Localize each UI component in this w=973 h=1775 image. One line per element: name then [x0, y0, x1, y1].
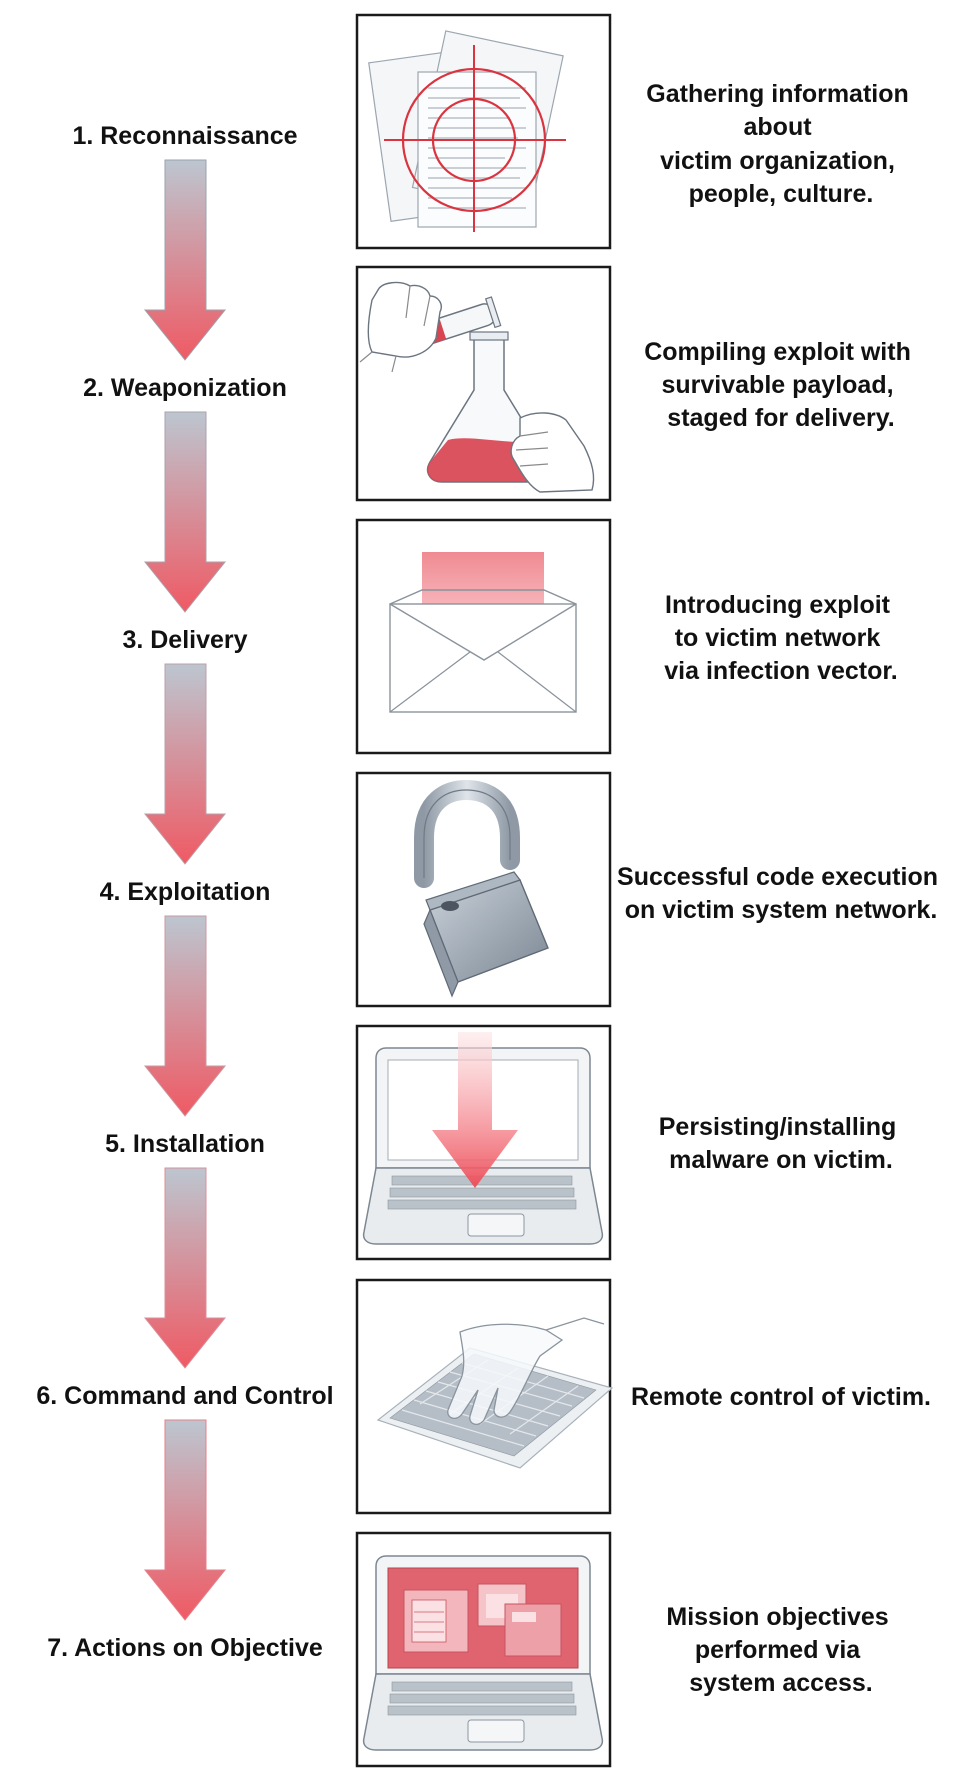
- stage-label-6: 6. Command and Control: [36, 1382, 333, 1410]
- stage-label-1: 1. Reconnaissance: [72, 122, 297, 150]
- flask-and-test-tube-icon: [359, 281, 595, 493]
- stage-label-2: 2. Weaponization: [83, 374, 287, 402]
- arrow-2-to-3: [143, 411, 227, 613]
- stage-desc-3: Introducing exploit to victim network vi…: [664, 591, 897, 685]
- stage-label-7: 7. Actions on Objective: [47, 1634, 323, 1662]
- arrow-6-to-7: [143, 1419, 227, 1621]
- flow-arrows: [143, 159, 227, 1621]
- stage-desc-5: Persisting/installing malware on victim.: [659, 1113, 904, 1174]
- stage-desc-2: Compiling exploit with survivable payloa…: [644, 338, 918, 432]
- arrow-3-to-4: [143, 663, 227, 865]
- stage-label-5: 5. Installation: [105, 1130, 265, 1158]
- stage-label-3: 3. Delivery: [122, 626, 247, 654]
- stage-desc-7: Mission objectives performed via system …: [666, 1603, 895, 1697]
- stage-desc-6: Remote control of victim.: [631, 1383, 931, 1411]
- arrow-1-to-2: [143, 159, 227, 361]
- stage-desc-1: Gathering information about victim organ…: [646, 80, 915, 208]
- envelope-icon: [389, 552, 577, 713]
- arrow-5-to-6: [143, 1167, 227, 1369]
- stage-desc-4: Successful code execution on victim syst…: [617, 863, 945, 924]
- stage-label-4: 4. Exploitation: [100, 878, 271, 906]
- hand-on-keyboard-icon: [376, 1317, 614, 1469]
- stage-labels: 1. Reconnaissance 2. Weaponization 3. De…: [36, 122, 333, 1662]
- target-on-documents-icon: [368, 30, 566, 232]
- laptop-windows-icon: [362, 1555, 604, 1751]
- stage-descriptions: Gathering information about victim organ…: [617, 80, 945, 1697]
- laptop-download-icon: [362, 1032, 604, 1245]
- open-padlock-icon: [414, 779, 549, 998]
- arrow-4-to-5: [143, 915, 227, 1117]
